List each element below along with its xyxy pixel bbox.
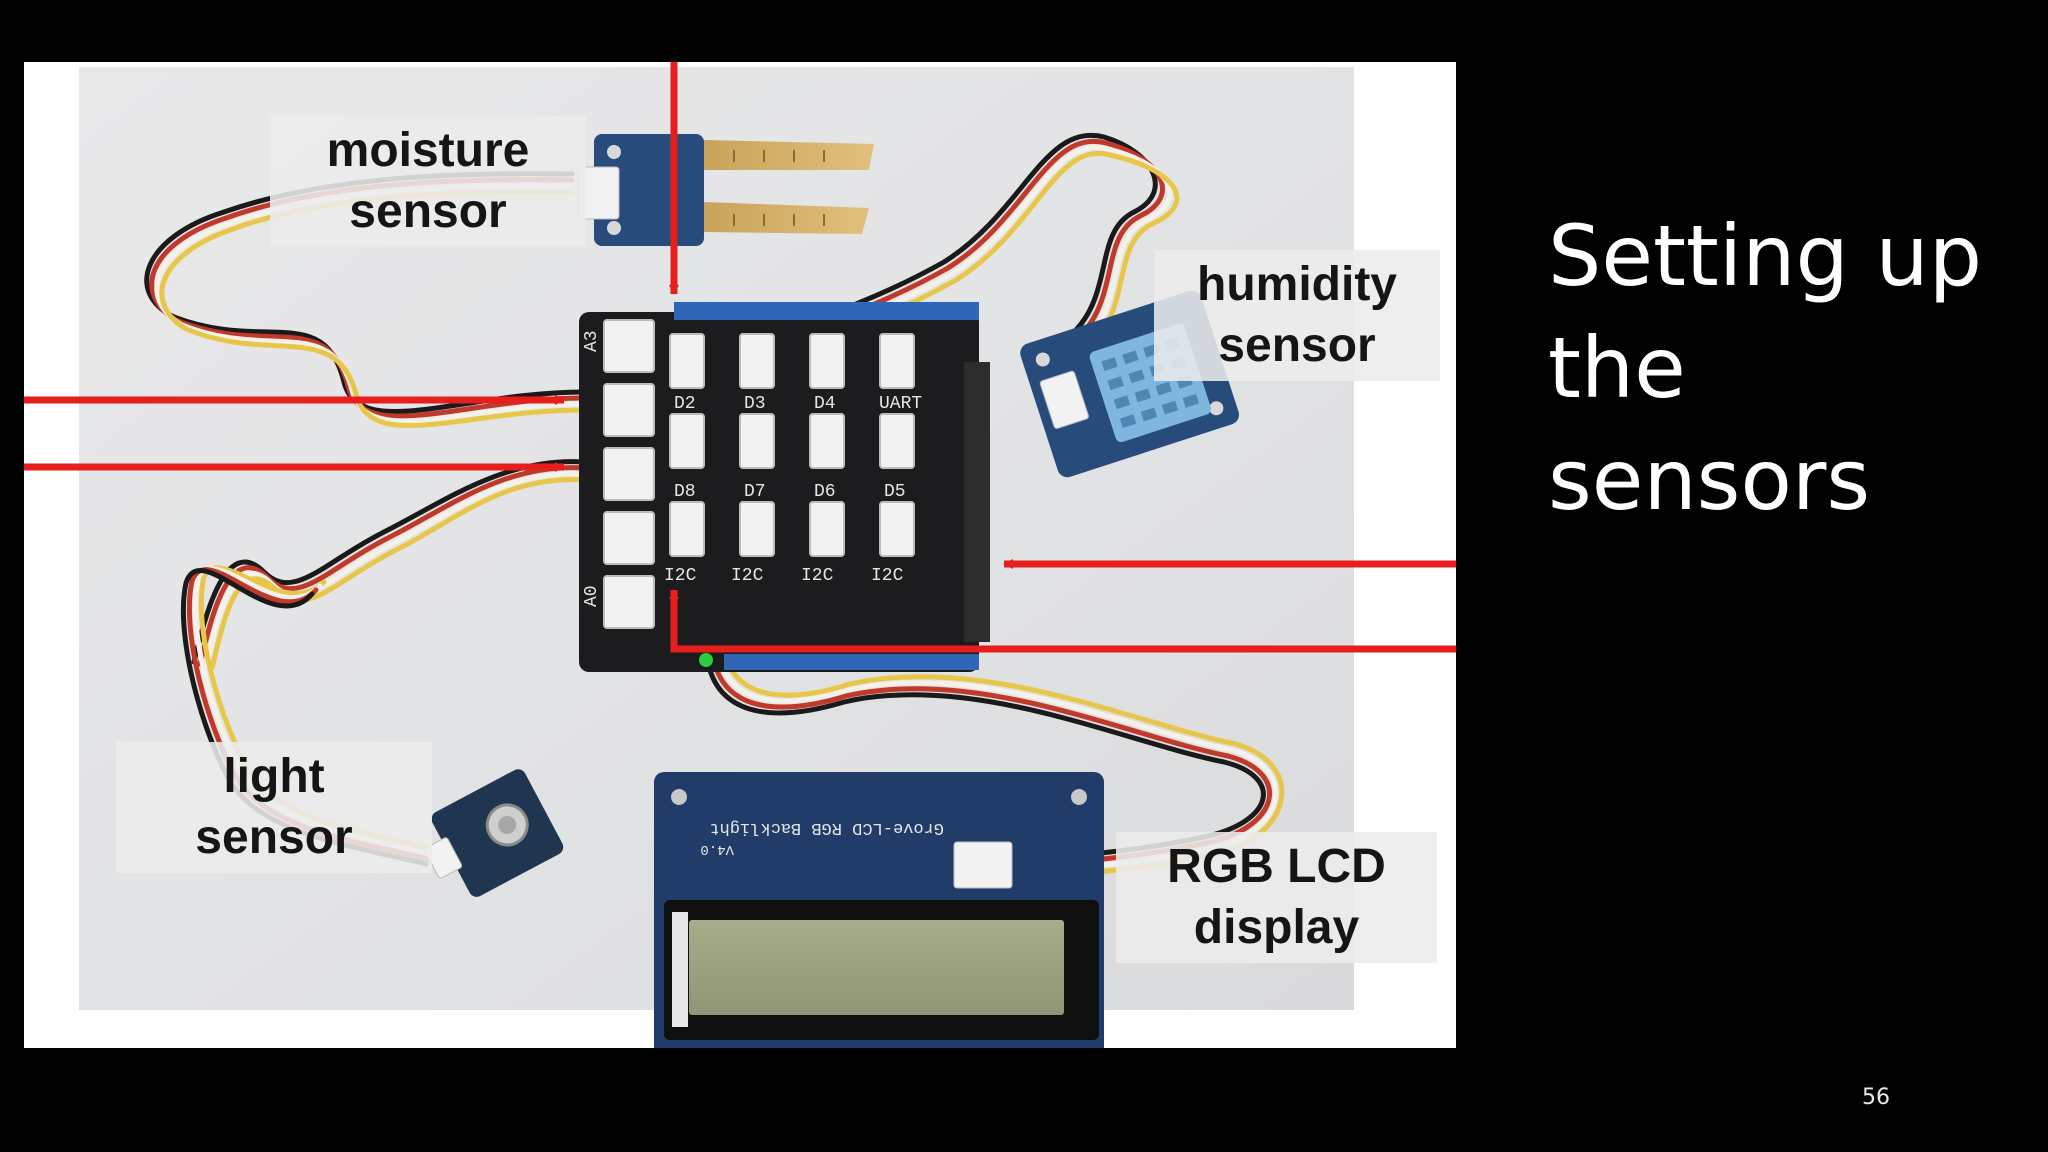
- silk-d2: D2: [674, 394, 696, 414]
- silk-d3: D3: [744, 394, 766, 414]
- slide-title-line3: sensors: [1548, 431, 1871, 529]
- silk-d6: D6: [814, 482, 836, 502]
- humidity-label-line1: humidity: [1197, 258, 1397, 311]
- lcd-label-line1: RGB LCD: [1167, 840, 1386, 893]
- silk-d8: D8: [674, 482, 696, 502]
- arrow-right-to-i2c: [669, 589, 1456, 653]
- slide-page-number: 56: [1862, 1085, 1890, 1110]
- silk-i2c-2: I2C: [731, 566, 764, 586]
- rgb-lcd-label: RGB LCD display: [1116, 832, 1437, 963]
- silk-a3: A3: [582, 330, 602, 352]
- silk-a0: A0: [582, 585, 602, 607]
- moisture-label-line2: sensor: [349, 185, 507, 239]
- moisture-label-line1: moisture: [326, 124, 530, 177]
- sensor-setup-photo: A3 A0 D2 D3 D4 UART D8 D7 D6 D5 I2C I2C …: [24, 62, 1456, 1048]
- lcd-version: V4.0: [700, 841, 734, 857]
- rgb-lcd-display: Grove-LCD RGB Backlight V4.0: [654, 772, 1104, 1048]
- lcd-label-line2: display: [1193, 901, 1360, 955]
- pointer-arrows: [24, 62, 1456, 653]
- silk-d5: D5: [884, 482, 906, 502]
- silk-d7: D7: [744, 482, 766, 502]
- base-shield-board: A3 A0 D2 D3 D4 UART D8 D7 D6 D5 I2C I2C …: [579, 302, 990, 672]
- silk-i2c-4: I2C: [871, 566, 904, 586]
- slide-title-line1: Setting up: [1548, 207, 1983, 305]
- moisture-sensor-label: moisture sensor: [270, 116, 586, 247]
- light-label-line1: light: [223, 750, 325, 803]
- humidity-sensor-label: humidity sensor: [1154, 250, 1440, 381]
- silk-i2c-3: I2C: [801, 566, 834, 586]
- lcd-silkscreen: Grove-LCD RGB Backlight: [709, 818, 944, 837]
- light-sensor: [424, 769, 564, 897]
- humidity-label-line2: sensor: [1218, 319, 1376, 373]
- silk-d4: D4: [814, 394, 836, 414]
- light-label-line2: sensor: [195, 811, 353, 865]
- light-sensor-label: light sensor: [116, 742, 432, 873]
- silk-uart: UART: [879, 394, 922, 414]
- silk-i2c-1: I2C: [664, 566, 697, 586]
- slide-title-line2: the: [1548, 319, 1686, 417]
- slide-title: Setting up the sensors: [1548, 200, 1988, 536]
